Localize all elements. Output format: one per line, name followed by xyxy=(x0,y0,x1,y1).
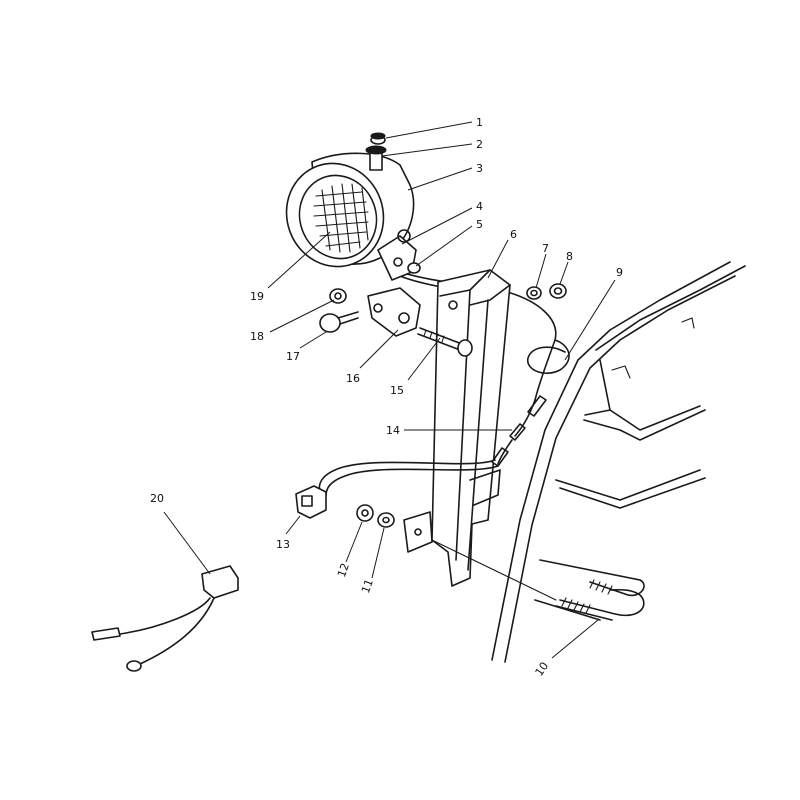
separate-harness xyxy=(91,565,239,672)
callout-8: 8 xyxy=(566,250,573,263)
callout-16: 16 xyxy=(346,372,360,385)
callout-20: 20 xyxy=(150,492,164,505)
lamp-lens-grid xyxy=(313,183,369,253)
work-lamp xyxy=(285,132,421,281)
callout-7: 7 xyxy=(542,242,549,255)
callout-13: 13 xyxy=(276,538,290,551)
callout-18: 18 xyxy=(250,330,264,343)
harness-plug xyxy=(295,459,499,519)
nut-18 xyxy=(329,288,347,304)
callout-3: 3 xyxy=(476,162,483,175)
callout-12: 12 xyxy=(335,561,352,579)
callout-17: 17 xyxy=(286,350,300,363)
callout-6: 6 xyxy=(510,228,517,241)
callout-5: 5 xyxy=(476,218,483,231)
washer-7 xyxy=(526,286,542,300)
cab-frame xyxy=(491,261,746,663)
leader-lines xyxy=(163,121,616,659)
u-bolt xyxy=(431,539,645,621)
callout-10: 10 xyxy=(532,660,551,679)
washer-11 xyxy=(377,512,395,528)
callout-14: 14 xyxy=(386,424,400,437)
callout-11: 11 xyxy=(359,577,376,595)
bolt xyxy=(417,327,473,357)
callout-labels: 1 2 3 4 5 6 7 8 9 10 11 12 13 14 15 16 1… xyxy=(150,116,623,679)
callout-9: 9 xyxy=(616,266,623,279)
nut-8 xyxy=(549,283,567,299)
carriage-bolt xyxy=(319,311,359,333)
callout-2: 2 xyxy=(476,138,483,151)
callout-1: 1 xyxy=(476,116,483,129)
callout-15: 15 xyxy=(390,384,404,397)
callout-19: 19 xyxy=(250,290,264,303)
harness-connectors xyxy=(491,395,547,467)
nut-12 xyxy=(356,504,374,522)
callout-4: 4 xyxy=(476,200,483,213)
bracket-plate xyxy=(367,287,421,337)
mounting-post xyxy=(403,269,511,587)
